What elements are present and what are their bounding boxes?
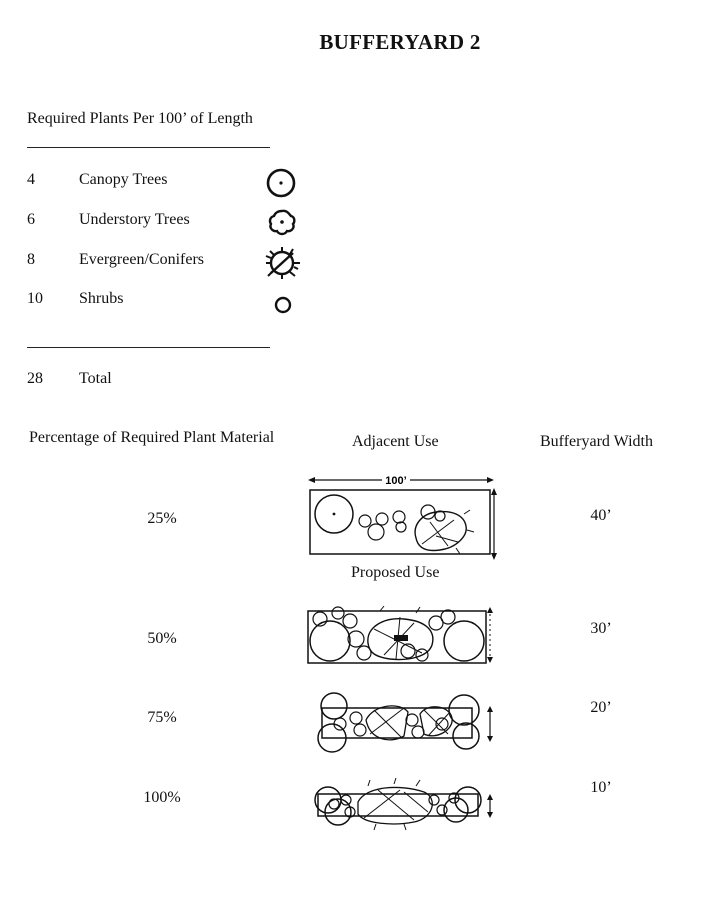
page-title: BUFFERYARD 2 — [319, 30, 481, 54]
shrub-icon — [274, 296, 292, 314]
evergreen-label: Evergreen/Conifers — [79, 251, 204, 268]
row-width: 10’ — [590, 779, 612, 796]
proposed-use-label: Proposed Use — [351, 564, 440, 581]
shrub-count: 10 — [27, 290, 43, 307]
total-label: Total — [79, 370, 112, 387]
adjacent-use-heading: Adjacent Use — [352, 433, 439, 450]
understory-tree-icon — [268, 209, 296, 236]
row-width: 40’ — [590, 507, 612, 524]
percentage-column-heading: Percentage of Required Plant Material — [29, 429, 275, 446]
canopy-tree-icon — [266, 168, 296, 198]
total-rule — [27, 347, 270, 348]
bufferyard-diagram-75 — [317, 692, 493, 753]
evergreen-count: 8 — [27, 251, 35, 268]
bufferyard-diagram-100 — [314, 777, 493, 831]
row-percentage: 50% — [147, 630, 177, 647]
total-count: 28 — [27, 370, 43, 387]
understory-count: 6 — [27, 211, 35, 228]
evergreen-conifer-icon — [265, 247, 300, 279]
required-plants-heading: Required Plants Per 100’ of Length — [27, 110, 253, 127]
row-width: 20’ — [590, 699, 612, 716]
row-percentage: 100% — [143, 789, 181, 806]
shrub-label: Shrubs — [79, 290, 124, 307]
row-width: 30’ — [590, 620, 612, 637]
dimension-label: 100’ — [385, 475, 406, 487]
row-percentage: 75% — [147, 709, 177, 726]
bufferyard-diagram-50 — [307, 605, 493, 664]
heading-rule — [27, 147, 270, 148]
bufferyard-width-heading: Bufferyard Width — [540, 433, 653, 450]
canopy-count: 4 — [27, 171, 35, 188]
row-percentage: 25% — [147, 510, 177, 527]
bufferyard-diagram-25: 100’ — [308, 473, 497, 560]
understory-label: Understory Trees — [79, 211, 190, 228]
canopy-label: Canopy Trees — [79, 171, 168, 188]
